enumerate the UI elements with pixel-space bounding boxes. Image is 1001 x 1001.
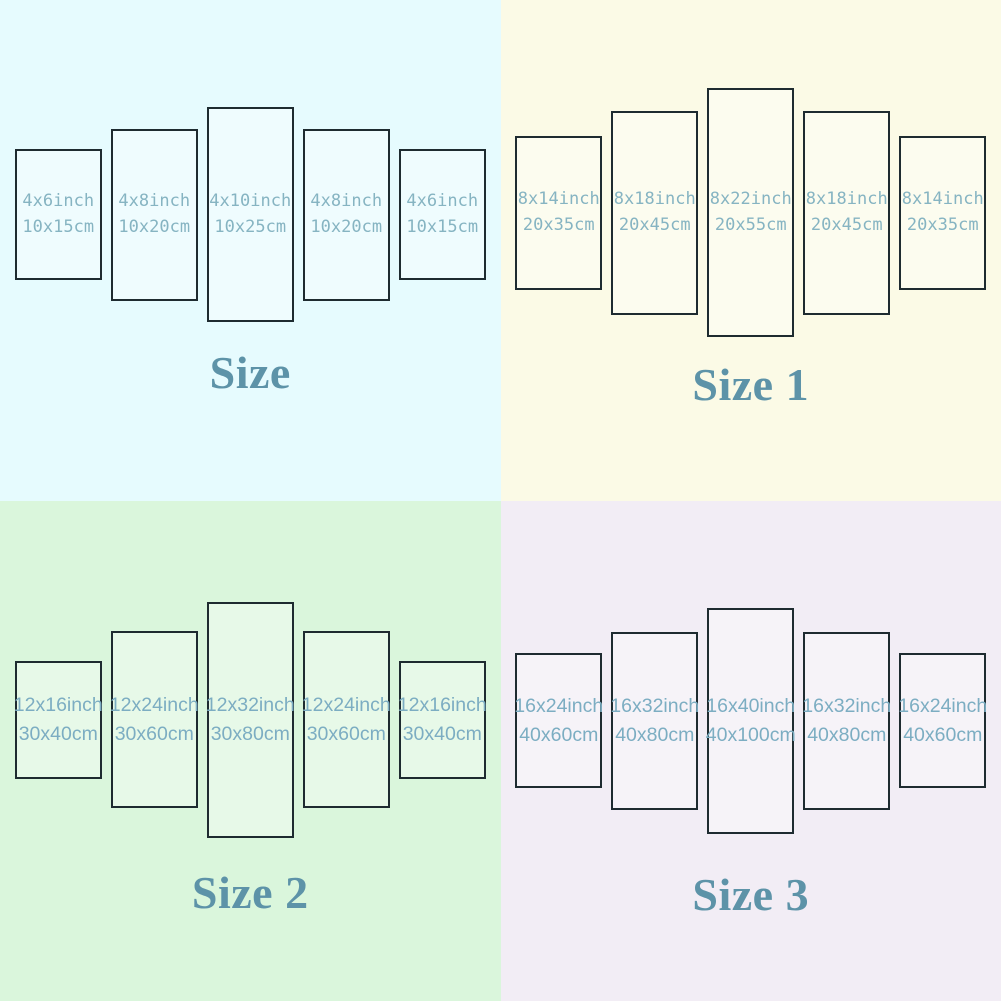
size-panel: 16x40inch 40x100cm bbox=[705, 607, 796, 834]
panel-cm-label: 10x15cm bbox=[22, 217, 95, 237]
size-panel: 4x8inch 10x20cm bbox=[302, 128, 390, 301]
panel-inch-label: 12x24inch bbox=[301, 693, 391, 716]
panel-cm-label: 20x35cm bbox=[522, 215, 595, 235]
size-panel: 8x18inch 20x45cm bbox=[611, 110, 699, 315]
size-panel: 16x32inch 40x80cm bbox=[802, 631, 892, 810]
panel-cm-label: 40x80cm bbox=[615, 724, 695, 746]
size-panel: 16x32inch 40x80cm bbox=[610, 631, 700, 810]
panel-cm-label: 20x45cm bbox=[618, 215, 691, 235]
panel-inch-label: 12x32inch bbox=[205, 693, 295, 716]
panel-cm-label: 30x40cm bbox=[18, 723, 98, 745]
panel-cm-label: 20x55cm bbox=[714, 215, 787, 235]
panel-inch-label: 12x16inch bbox=[397, 693, 487, 716]
panel-cm-label: 10x20cm bbox=[310, 217, 383, 237]
panel-inch-label: 16x32inch bbox=[802, 694, 892, 717]
size-group-title: Size 3 bbox=[692, 868, 810, 920]
panel-cm-label: 40x80cm bbox=[807, 724, 887, 746]
size-group-title: Size 2 bbox=[191, 866, 309, 918]
panel-inch-label: 8x22inch bbox=[709, 188, 792, 209]
panel-cm-label: 40x60cm bbox=[903, 724, 983, 746]
panel-inch-label: 16x32inch bbox=[610, 694, 700, 717]
size-panel: 4x6inch 10x15cm bbox=[398, 149, 486, 280]
panel-inch-label: 4x10inch bbox=[209, 190, 292, 211]
size-panel: 12x16inch 30x40cm bbox=[13, 660, 103, 779]
panel-row: 12x16inch 30x40cm 12x24inch 30x60cm 12x3… bbox=[13, 601, 487, 838]
size-panel: 4x8inch 10x20cm bbox=[110, 128, 198, 301]
size-panel: 16x24inch 40x60cm bbox=[898, 653, 988, 788]
panel-cm-label: 20x35cm bbox=[906, 215, 979, 235]
panel-inch-label: 8x14inch bbox=[517, 188, 600, 209]
panel-inch-label: 16x24inch bbox=[514, 694, 604, 717]
panel-row: 16x24inch 40x60cm 16x32inch 40x80cm 16x4… bbox=[514, 607, 988, 834]
panel-inch-label: 12x16inch bbox=[13, 693, 103, 716]
size-panel: 8x18inch 20x45cm bbox=[803, 110, 891, 315]
size-panel: 8x14inch 20x35cm bbox=[899, 135, 987, 290]
size-panel: 8x22inch 20x55cm bbox=[707, 88, 795, 337]
size-chart-quadrant-size-2: 12x16inch 30x40cm 12x24inch 30x60cm 12x3… bbox=[0, 500, 501, 1001]
size-chart-quadrant-size: 4x6inch 10x15cm 4x8inch 10x20cm 4x10inch… bbox=[0, 0, 501, 501]
panel-cm-label: 40x100cm bbox=[705, 724, 796, 746]
panel-inch-label: 16x40inch bbox=[706, 694, 796, 717]
panel-inch-label: 8x18inch bbox=[613, 188, 696, 209]
panel-inch-label: 4x8inch bbox=[118, 190, 191, 211]
size-chart-quadrant-size-1: 8x14inch 20x35cm 8x18inch 20x45cm 8x22in… bbox=[500, 0, 1001, 501]
panel-cm-label: 10x15cm bbox=[406, 217, 479, 237]
panel-row: 8x14inch 20x35cm 8x18inch 20x45cm 8x22in… bbox=[515, 88, 987, 337]
panel-inch-label: 16x24inch bbox=[898, 694, 988, 717]
size-chart-quadrant-size-3: 16x24inch 40x60cm 16x32inch 40x80cm 16x4… bbox=[500, 500, 1001, 1001]
panel-cm-label: 30x40cm bbox=[402, 723, 482, 745]
panel-inch-label: 8x18inch bbox=[805, 188, 888, 209]
panel-cm-label: 30x60cm bbox=[306, 723, 386, 745]
panel-cm-label: 20x45cm bbox=[810, 215, 883, 235]
size-panel: 12x16inch 30x40cm bbox=[397, 660, 487, 779]
panel-inch-label: 8x14inch bbox=[901, 188, 984, 209]
size-panel: 12x24inch 30x60cm bbox=[109, 631, 199, 808]
panel-cm-label: 10x20cm bbox=[118, 217, 191, 237]
size-panel: 4x6inch 10x15cm bbox=[14, 149, 102, 280]
panel-row: 4x6inch 10x15cm 4x8inch 10x20cm 4x10inch… bbox=[14, 107, 486, 322]
size-panel: 4x10inch 10x25cm bbox=[206, 107, 294, 322]
panel-cm-label: 40x60cm bbox=[519, 724, 599, 746]
size-group-title: Size bbox=[209, 347, 291, 398]
size-panel: 12x32inch 30x80cm bbox=[205, 601, 295, 838]
size-panel: 16x24inch 40x60cm bbox=[514, 653, 604, 788]
size-group-title: Size 1 bbox=[692, 359, 810, 410]
panel-cm-label: 30x60cm bbox=[114, 723, 194, 745]
panel-cm-label: 10x25cm bbox=[214, 217, 287, 237]
panel-inch-label: 12x24inch bbox=[109, 693, 199, 716]
panel-inch-label: 4x6inch bbox=[406, 190, 479, 211]
size-panel: 8x14inch 20x35cm bbox=[515, 135, 603, 290]
size-panel: 12x24inch 30x60cm bbox=[301, 631, 391, 808]
panel-cm-label: 30x80cm bbox=[210, 723, 290, 745]
panel-inch-label: 4x8inch bbox=[310, 190, 383, 211]
panel-inch-label: 4x6inch bbox=[22, 190, 95, 211]
